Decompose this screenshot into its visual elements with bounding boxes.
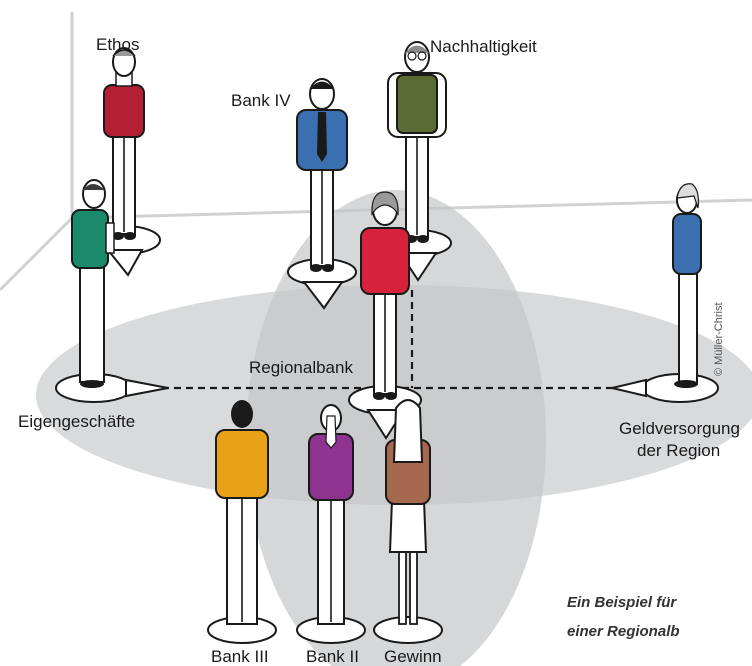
figure-geldversorgung xyxy=(672,183,702,388)
label-nachhaltigkeit: Nachhaltigkeit xyxy=(430,37,537,56)
label-ethos: Ethos xyxy=(96,35,139,54)
label-eigengeschaefte: Eigengeschäfte xyxy=(18,412,135,431)
figure-eigengeschaefte xyxy=(71,179,115,388)
label-geldversorgung-2: der Region xyxy=(637,441,720,460)
figure-bank-iii xyxy=(215,400,269,625)
label-bank-ii: Bank II xyxy=(306,647,359,666)
label-bank-iv: Bank IV xyxy=(231,91,291,110)
label-geldversorgung-1: Geldversorgung xyxy=(619,419,740,438)
caption-line-2: einer Regionalb xyxy=(567,623,680,640)
label-bank-iii: Bank III xyxy=(211,647,269,666)
caption-line-1: Ein Beispiel für xyxy=(567,594,677,611)
figure-regionalbank xyxy=(360,191,410,401)
figure-bank-ii xyxy=(308,404,354,625)
copyright-notice: © Müller-Christ xyxy=(713,303,725,377)
label-regionalbank: Regionalbank xyxy=(249,358,353,377)
dashed-lines xyxy=(150,290,625,390)
figure-nachhaltigkeit xyxy=(387,41,447,244)
figure-bank-iv xyxy=(296,78,348,273)
figure-gewinn xyxy=(385,399,431,625)
label-gewinn: Gewinn xyxy=(384,647,442,666)
figure-ethos xyxy=(103,47,145,241)
